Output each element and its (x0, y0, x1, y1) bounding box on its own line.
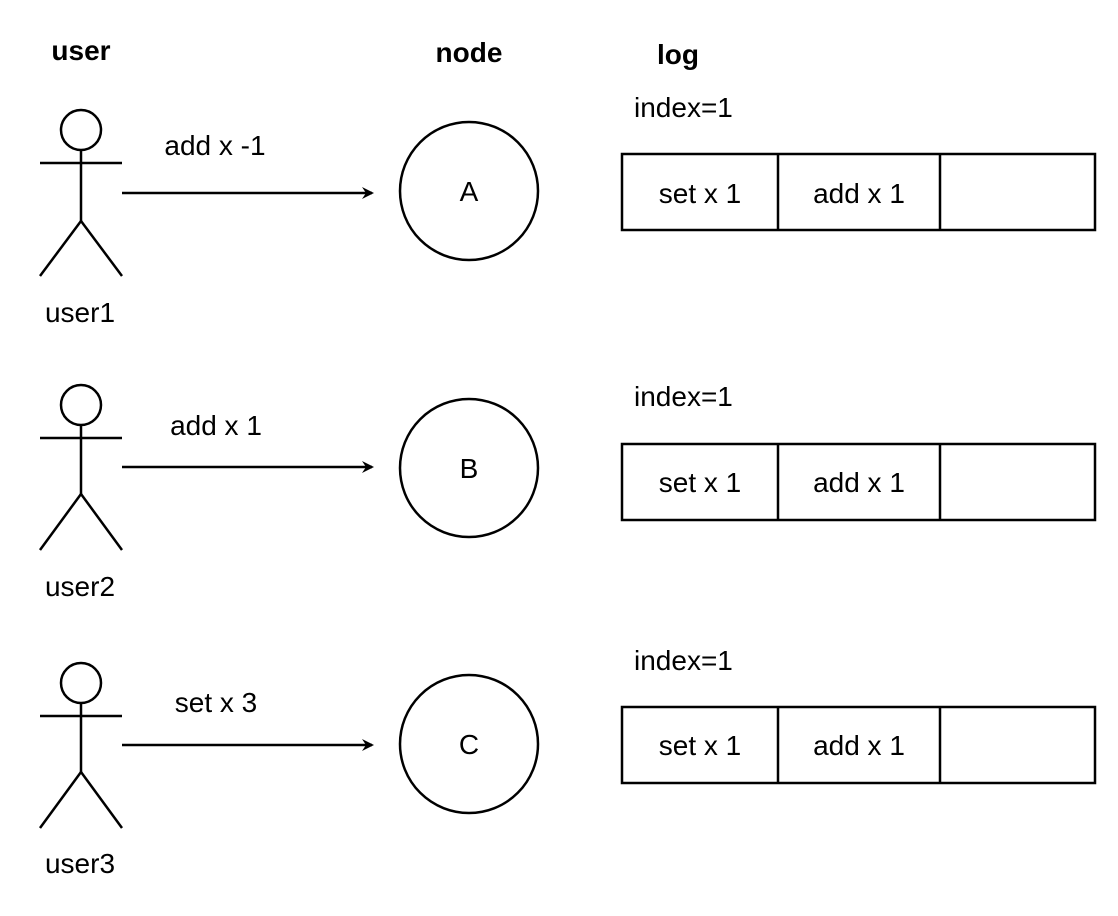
user-name-label: user3 (45, 848, 115, 879)
stick-figure-icon (38, 108, 124, 277)
header-node: node (436, 37, 503, 68)
node-label: A (460, 176, 479, 207)
log-box: set x 1 add x 1 (620, 442, 1097, 522)
row-2: user2 add x 1 B index=1 set x 1 add x 1 (38, 381, 1097, 602)
index-label: index=1 (634, 645, 733, 676)
log-entry: add x 1 (813, 178, 905, 209)
stick-figure-icon (38, 661, 124, 829)
row-3: user3 set x 3 C index=1 set x 1 add x 1 (38, 645, 1097, 879)
row-1: user1 add x -1 A index=1 set x 1 add x 1 (38, 92, 1097, 328)
log-entry: set x 1 (659, 730, 741, 761)
header-log: log (657, 39, 699, 70)
node-circle: C (398, 673, 540, 815)
log-entry: add x 1 (813, 730, 905, 761)
log-entry: set x 1 (659, 467, 741, 498)
log-box: set x 1 add x 1 (620, 152, 1097, 232)
command-label: add x -1 (164, 130, 265, 161)
log-entry: set x 1 (659, 178, 741, 209)
node-label: B (460, 453, 479, 484)
log-box: set x 1 add x 1 (620, 705, 1097, 785)
node-circle: B (398, 397, 540, 539)
index-label: index=1 (634, 92, 733, 123)
command-label: add x 1 (170, 410, 262, 441)
user-name-label: user1 (45, 297, 115, 328)
user-name-label: user2 (45, 571, 115, 602)
stick-figure-icon (38, 383, 124, 551)
log-entry: add x 1 (813, 467, 905, 498)
header-user: user (51, 35, 110, 66)
node-label: C (459, 729, 479, 760)
command-label: set x 3 (175, 687, 257, 718)
node-circle: A (398, 120, 540, 262)
index-label: index=1 (634, 381, 733, 412)
